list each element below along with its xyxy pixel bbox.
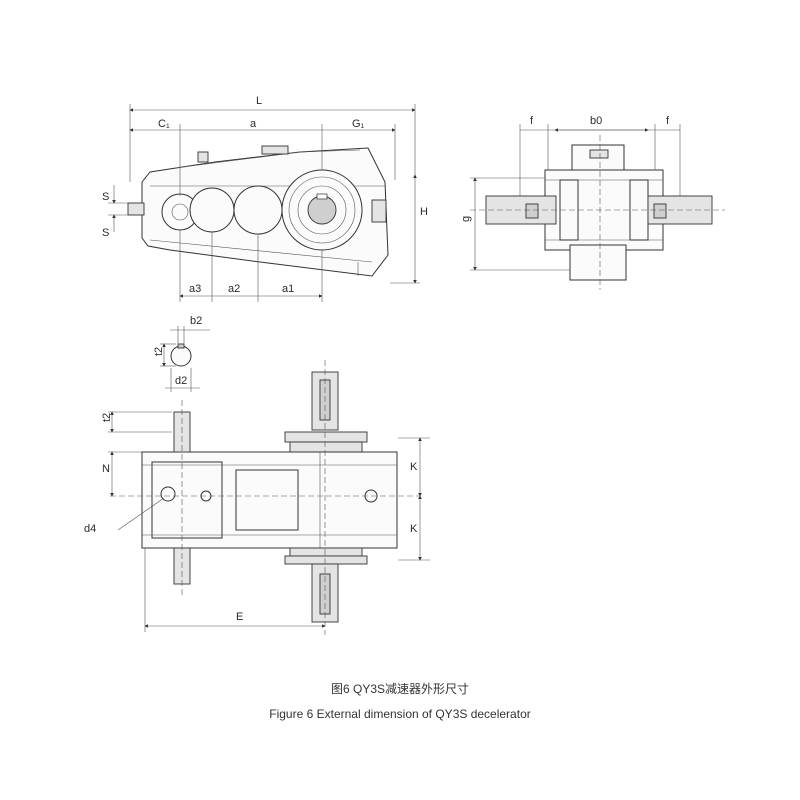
dim-H: H bbox=[420, 206, 428, 218]
caption-en: Figure 6 External dimension of QY3S dece… bbox=[269, 707, 530, 721]
flange-top bbox=[284, 431, 368, 443]
dim-a3: a3 bbox=[189, 283, 201, 295]
dim-S-bottom: S bbox=[102, 227, 109, 239]
dim-g: g bbox=[460, 216, 472, 222]
end-view: f b0 f g bbox=[460, 115, 725, 290]
output-bore bbox=[307, 195, 337, 225]
dim-C1: C₁ bbox=[158, 118, 170, 130]
dim-a: a bbox=[250, 118, 257, 130]
dim-G1: G₁ bbox=[352, 118, 365, 130]
gear-stage-2b bbox=[233, 185, 283, 235]
torque-arm-bracket bbox=[371, 199, 387, 223]
dim-a2: a2 bbox=[228, 283, 240, 295]
dim-N: N bbox=[102, 463, 110, 475]
input-shaft-stub bbox=[127, 202, 145, 216]
dim-f-right: f bbox=[666, 115, 670, 127]
dim-b2: b2 bbox=[190, 315, 202, 327]
key-detail: b2 t2 d2 bbox=[153, 315, 210, 392]
breather-cap bbox=[197, 151, 209, 163]
dim-L: L bbox=[256, 95, 262, 107]
dim-K-top: K bbox=[410, 461, 418, 473]
dim-t2-plan: t2 bbox=[101, 413, 113, 422]
mount-hole-left bbox=[160, 486, 176, 502]
gear-stage-2a bbox=[189, 187, 235, 233]
dim-K-bottom: K bbox=[410, 523, 418, 535]
dim-t2-detail: t2 bbox=[153, 347, 165, 356]
dim-f-left: f bbox=[530, 115, 534, 127]
flange-bottom bbox=[284, 555, 368, 565]
plan-view: t2 N d4 K K E bbox=[84, 360, 430, 635]
dim-b0: b0 bbox=[590, 115, 602, 127]
side-view: L C₁ a G₁ S S H a3 a2 a1 bbox=[102, 95, 428, 302]
dim-d2: d2 bbox=[175, 375, 187, 387]
dim-S-top: S bbox=[102, 191, 109, 203]
caption-zh: 图6 QY3S减速器外形尺寸 bbox=[331, 682, 469, 696]
inspection-cover bbox=[261, 145, 289, 155]
housing-end-foot bbox=[569, 244, 627, 281]
dim-d4: d4 bbox=[84, 523, 96, 535]
dim-a1: a1 bbox=[282, 283, 294, 295]
dim-E: E bbox=[236, 611, 243, 623]
shaft-section bbox=[170, 345, 192, 367]
